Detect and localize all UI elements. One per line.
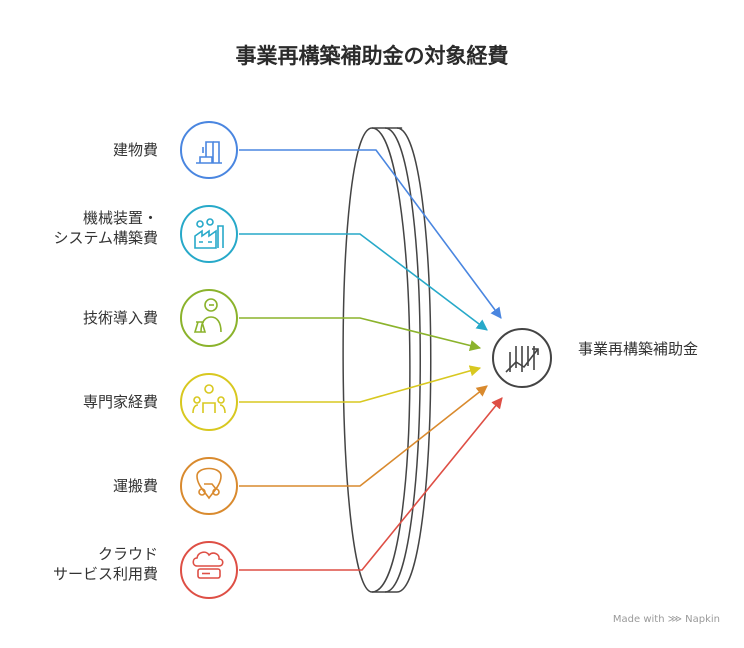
target-label: 事業再構築補助金 [578,340,699,358]
connector-technology [239,317,482,351]
scientist-icon [180,289,238,347]
cloud-server-icon [180,541,238,599]
building-construction-icon [180,121,238,179]
item-label-transport: 運搬費 [112,477,158,495]
lens-edge-1 [384,127,421,593]
connector-expert [239,365,482,403]
footer-watermark: Made with ⋙ Napkin [612,614,720,625]
delivery-scooter-icon [180,457,238,515]
item-label-technology: 技術導入費 [82,309,158,327]
factory-icon [180,205,238,263]
diagram-title: 事業再構築補助金の対象経費 [235,44,509,68]
growth-chart-icon [492,328,552,388]
item-label-machinery-line2: システム構築費 [53,229,158,247]
item-label-cloud: クラウド サービス利用費 [53,544,158,584]
connector-cloud [239,397,503,571]
item-label-machinery: 機械装置・ システム構築費 [53,208,158,248]
item-label-cloud-line2: サービス利用費 [52,565,158,583]
connector-building [239,149,502,319]
lens-edge-2 [396,127,432,593]
lens-shape [342,127,432,593]
item-label-expert: 専門家経費 [82,393,158,411]
item-label-machinery-line1: 機械装置・ [82,209,158,227]
item-label-cloud-line1: クラウド [97,545,158,563]
connector-machinery [239,233,488,331]
item-label-building: 建物費 [112,141,158,159]
meeting-icon [180,373,238,431]
connector-transport [239,385,488,487]
